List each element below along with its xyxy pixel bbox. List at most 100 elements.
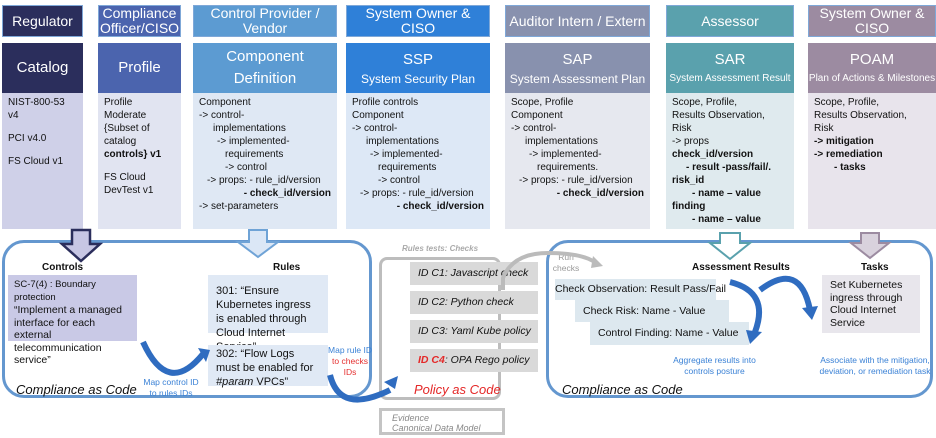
run-checks-note: Run checks: [552, 252, 580, 273]
artifact-body-line: finding: [672, 201, 706, 212]
result-row-observation: Check Observation: Result Pass/Fail: [555, 279, 726, 300]
artifact-body: Scope, Profile,Results Observation,Risk-…: [808, 93, 936, 229]
artifact-body-line: DevTest v1: [104, 185, 154, 196]
controls-label: Controls: [42, 262, 84, 273]
artifact-subtitle: Plan of Actions & Milestones: [808, 73, 936, 84]
tasks-label: Tasks: [861, 262, 889, 273]
check-id: ID C3: [418, 325, 445, 337]
artifact-body-line: requirements.: [537, 162, 599, 173]
aggregate-arrow: [729, 279, 762, 334]
artifact-title: Profile: [118, 59, 161, 76]
artifact-body-line: -> props: - rule_id/version: [360, 188, 474, 199]
associate-arrow: [758, 275, 813, 311]
role-header: Regulator: [2, 5, 83, 37]
artifact-body-line: Component: [511, 110, 563, 121]
rule-302-text-end: VPCs”: [253, 376, 289, 388]
artifact-subtitle: System Security Plan: [360, 72, 476, 86]
artifact-body: Component-> control-implementations-> im…: [193, 93, 337, 229]
aggregate-note: Aggregate results into controls posture: [673, 355, 756, 376]
check-id: ID C1: [418, 267, 445, 279]
result-row-risk: Check Risk: Name - Value: [575, 300, 729, 322]
artifact-subtitle: System Assessment Plan: [509, 72, 646, 86]
artifact-body: Scope, Profile,Results Observation,Risk-…: [666, 93, 794, 229]
artifact-body-line: controls} v1: [104, 149, 162, 160]
artifact-body-line: -> control: [378, 175, 420, 186]
associate-arrowhead: [802, 306, 818, 320]
map-rule-arrowhead: [384, 376, 398, 389]
artifact-title: SAP: [562, 51, 593, 68]
artifact-body-line: -> control-: [352, 123, 398, 134]
component-down-arrow: [235, 229, 281, 259]
artifact-body-line: check_id/version: [672, 149, 754, 160]
artifact-body-line: - tasks: [834, 162, 866, 173]
map-control-arrow: [140, 340, 206, 376]
rules-tests-heading: Rules tests: Checks: [402, 244, 479, 253]
check-id: ID C4: [418, 354, 445, 366]
artifact-body-line: - result -pass/fail/.: [686, 162, 772, 173]
artifact-body-line: implementations: [213, 123, 286, 134]
artifact-body-line: -> set-parameters: [199, 201, 279, 212]
check-row: ID C2: Python check: [410, 291, 538, 314]
map-control-note: Map control ID to rules IDs: [143, 377, 199, 398]
evidence-box: Evidence Canonical Data Model: [379, 408, 505, 435]
artifact-body-line: -> control-: [199, 110, 245, 121]
map-rule-arrow: [327, 374, 392, 403]
check-row: ID C4: OPA Rego policy: [410, 349, 538, 372]
artifact-body-line: Moderate: [104, 110, 147, 121]
artifact-body-line: risk_id: [672, 175, 705, 186]
artifact-title: Catalog: [16, 59, 69, 76]
map-rule-note-a: Map rule ID: [328, 345, 372, 355]
artifact-title-block: SAR System Assessment Result: [666, 43, 794, 93]
artifact-title: SAR: [714, 51, 746, 68]
artifact-body-line: Results Observation,: [814, 110, 907, 121]
aggregate-arrowhead: [746, 330, 762, 344]
check-row: ID C3: Yaml Kube policy: [410, 320, 538, 343]
control-quote: “Implement a managed interface for each …: [14, 304, 122, 366]
check-text: : Yaml Kube policy: [444, 325, 531, 337]
artifact-body-line: requirements: [378, 162, 437, 173]
artifact-body-line: -> props: - rule_id/version: [519, 175, 633, 186]
role-header: Auditor Intern / Extern: [505, 5, 650, 37]
artifact-body-line: - check_id/version: [556, 188, 644, 199]
check-text: : Python check: [444, 296, 514, 308]
artifact-body-line: -> control-: [511, 123, 557, 134]
role-header: System Owner & CISO: [808, 5, 936, 37]
artifact-body-line: -> implemented-: [370, 149, 443, 160]
control-box: SC-7(4) : Boundary protection “Implement…: [8, 275, 137, 366]
rule-302-param: #param: [216, 376, 254, 388]
map-control-arrowhead: [198, 348, 210, 362]
run-checks-arrowhead: [591, 256, 603, 268]
role-header: Control Provider / Vendor: [193, 5, 337, 37]
artifact-title-block: Profile: [98, 43, 181, 93]
artifact-title: SSP: [402, 51, 433, 68]
artifact-body-line: catalog: [104, 136, 137, 147]
artifact-body-line: -> mitigation: [814, 136, 874, 147]
poam-down-arrow: [848, 232, 892, 260]
artifact-body-line: Component: [352, 110, 404, 121]
policy-as-code-label: Policy as Code: [414, 382, 501, 397]
artifact-body-line: - check_id/version: [243, 188, 331, 199]
artifact-body-line: FS Cloud v1: [8, 156, 64, 167]
artifact-body-line: v4: [8, 110, 19, 121]
task-box: Set Kubernetes ingress through Cloud Int…: [822, 275, 920, 333]
artifact-body-line: -> control: [225, 162, 267, 173]
artifact-body-line: implementations: [525, 136, 598, 147]
artifact-body-line: -> props: - rule_id/version: [207, 175, 321, 186]
artifact-body-line: Profile controls: [352, 97, 419, 108]
rule-301-box: 301: “Ensure Kubernetes ingress is enabl…: [208, 275, 328, 353]
artifact-subtitle: Definition: [233, 70, 297, 87]
artifact-body-line: requirements: [225, 149, 284, 160]
catalog-down-arrow: [58, 228, 104, 263]
assessment-results-label: Assessment Results: [692, 262, 790, 273]
artifact-body-line: Risk: [672, 123, 692, 134]
artifact-body-line: FS Cloud: [104, 172, 146, 183]
artifact-subtitle: System Assessment Result: [669, 73, 791, 84]
artifact-body-line: {Subset of: [104, 123, 150, 134]
artifact-body-line: Component: [199, 97, 251, 108]
